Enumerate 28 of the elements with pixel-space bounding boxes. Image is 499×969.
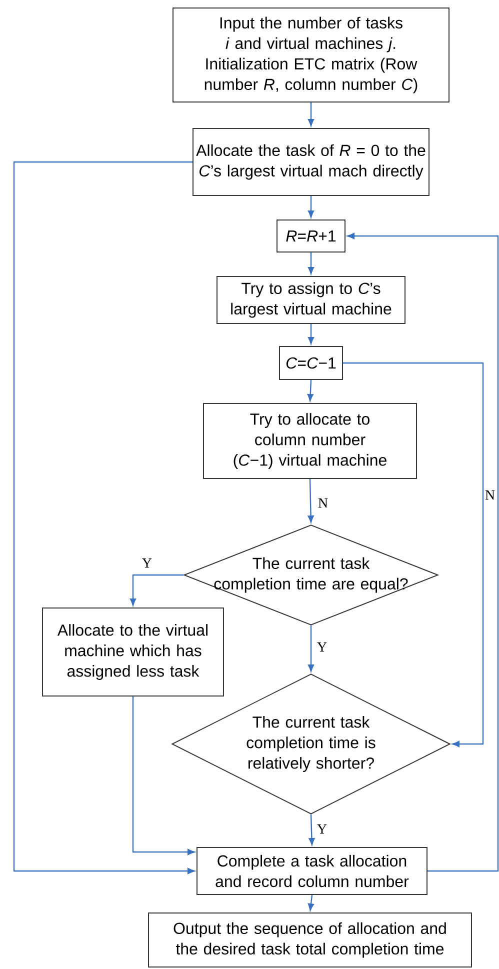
- arrow: [307, 380, 314, 402]
- arrow: [132, 696, 195, 856]
- arrow: [308, 102, 314, 126]
- arrow: [130, 574, 184, 606]
- process-box: Allocate the task of R = 0 to the C’s largest virtual mach directly: [192, 128, 430, 196]
- arrow: [308, 252, 314, 274]
- edge-label: Y: [140, 557, 154, 569]
- arrow: [347, 232, 499, 872]
- arrow: [13, 161, 195, 874]
- process-box: Output the sequence of allocation and the desired task total completion time: [148, 912, 472, 968]
- edge-label: N: [484, 489, 496, 501]
- process-box: R=R+1: [276, 220, 346, 252]
- arrow: [308, 324, 314, 344]
- edge-label: Y: [316, 641, 328, 653]
- arrow: [343, 362, 484, 748]
- process-box: Try to assign to C’s largest virtual machine: [216, 276, 406, 324]
- edge-label: Y: [316, 823, 328, 835]
- arrow: [308, 479, 314, 523]
- arrow: [308, 626, 314, 672]
- edge-label: N: [316, 497, 330, 509]
- process-box: Allocate to the virtual machine which has assigned less task: [42, 608, 224, 696]
- process-box: Complete a task allocation and record column number: [196, 847, 428, 895]
- process-box: Try to allocate to column number (C−1) virtual machine: [203, 403, 417, 479]
- arrow: [308, 196, 314, 218]
- arrow: [308, 894, 314, 911]
- process-box: Input the number of tasks i and virtual machines j. Initialization ETC matrix (Row number R, column number C): [172, 8, 450, 102]
- process-box: C=C−1: [279, 346, 343, 380]
- arrow: [308, 814, 315, 846]
